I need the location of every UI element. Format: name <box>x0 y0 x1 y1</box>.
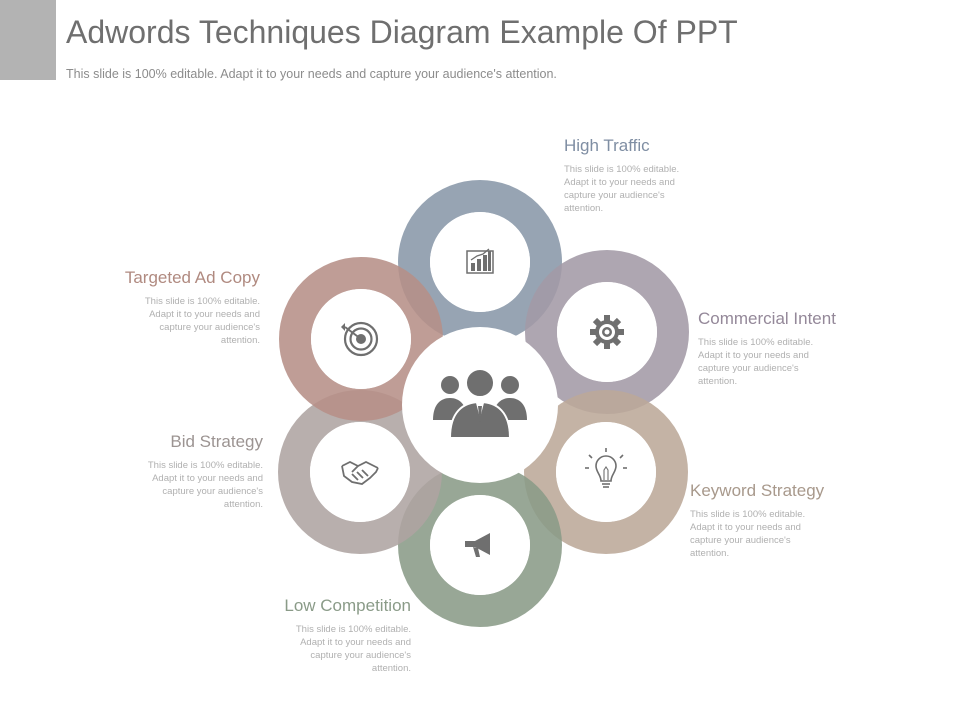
ring-keyword-strategy <box>524 390 688 554</box>
bar-chart-icon <box>466 248 494 274</box>
item-text: This slide is 100% editable. Adapt it to… <box>144 296 260 346</box>
item-targeted-ad-copy: Targeted Ad Copy This slide is 100% edit… <box>70 268 260 347</box>
item-heading: Commercial Intent <box>698 309 836 328</box>
item-low-competition: Low Competition This slide is 100% edita… <box>221 596 411 675</box>
item-keyword-strategy: Keyword Strategy This slide is 100% edit… <box>690 481 880 560</box>
item-heading: Low Competition <box>284 596 411 615</box>
handshake-icon <box>341 460 379 485</box>
corner-accent <box>0 0 56 80</box>
item-text: This slide is 100% editable. Adapt it to… <box>698 337 814 387</box>
item-text: This slide is 100% editable. Adapt it to… <box>564 164 680 214</box>
item-heading: Bid Strategy <box>170 432 263 451</box>
item-text: This slide is 100% editable. Adapt it to… <box>690 509 806 559</box>
item-text: This slide is 100% editable. Adapt it to… <box>147 460 263 510</box>
ring-targeted-ad-copy <box>279 257 443 421</box>
ring-inner-disc <box>310 422 410 522</box>
item-heading: Targeted Ad Copy <box>124 268 260 287</box>
gear-icon <box>590 315 624 349</box>
item-bid-strategy: Bid Strategy This slide is 100% editable… <box>73 432 263 511</box>
slide-title: Adwords Techniques Diagram Example Of PP… <box>66 14 738 50</box>
item-text: This slide is 100% editable. Adapt it to… <box>295 624 411 674</box>
item-commercial-intent: Commercial Intent This slide is 100% edi… <box>698 309 888 388</box>
people-group-icon <box>433 368 527 439</box>
item-heading: High Traffic <box>564 136 650 155</box>
item-heading: Keyword Strategy <box>690 481 825 500</box>
item-high-traffic: High Traffic This slide is 100% editable… <box>564 136 754 215</box>
ring-inner-disc <box>556 422 656 522</box>
slide-subtitle: This slide is 100% editable. Adapt it to… <box>66 67 557 81</box>
megaphone-icon <box>465 533 490 557</box>
lightbulb-icon <box>585 448 627 488</box>
target-icon <box>341 321 379 357</box>
